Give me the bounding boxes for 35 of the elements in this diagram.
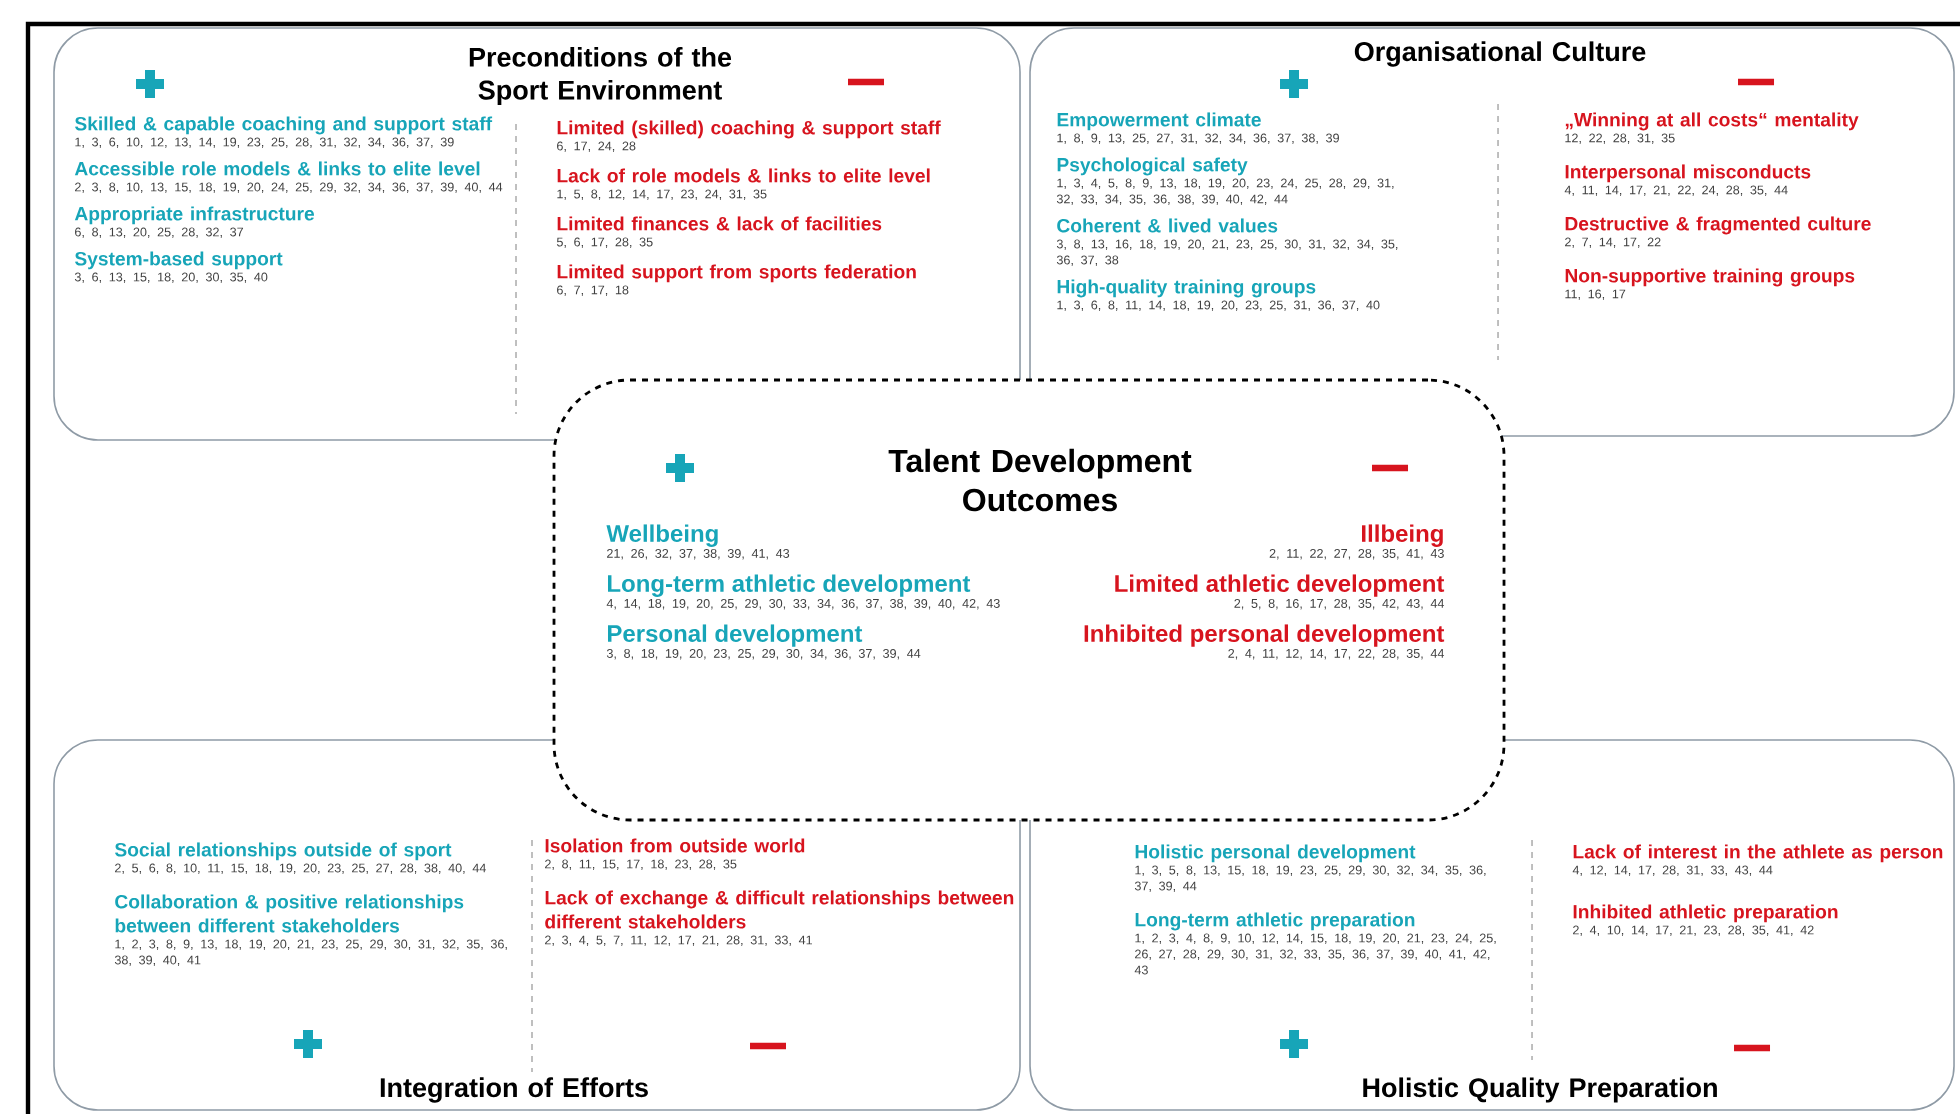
item-title: Empowerment climate <box>1057 112 1261 131</box>
panel-heading: Holistic Quality Preparation <box>1363 1077 1717 1103</box>
item-title: Skilled & capable coaching and support staff <box>74 116 493 135</box>
item-title: Lack of exchange & difficult relationships between different stakeholders <box>545 890 1014 929</box>
item-title: Holistic personal development <box>1135 844 1416 863</box>
item-title: Isolation from outside world <box>545 838 805 853</box>
item-title: Social relationships outside of sport <box>114 842 452 861</box>
panel-heading: Talent Development Outcomes <box>888 448 1192 512</box>
panel-heading: Integration of Efforts <box>380 1077 648 1103</box>
item-title: Destructive & fragmented culture <box>1565 216 1871 235</box>
item-title: Limited support from sports federation <box>557 264 916 283</box>
item-title: Coherent & lived values <box>1057 218 1278 233</box>
item-title: Inhibited personal development <box>1084 624 1445 647</box>
item-title: Psychological safety <box>1057 157 1248 176</box>
panel-heading: Preconditions of the Sport Environment <box>469 46 732 106</box>
item-title: Interpersonal misconducts <box>1565 164 1811 183</box>
item-title: Limited (skilled) coaching & support staff <box>557 120 941 139</box>
item-title: Inhibited athletic preparation <box>1573 904 1838 923</box>
item-title: System-based support <box>74 251 283 270</box>
item-title: Limited athletic development <box>1115 574 1445 597</box>
item-title: Collaboration & positive relationships between different stakeholders <box>115 894 464 933</box>
item-title: Lack of interest in the athlete as person <box>1573 844 1943 863</box>
item-title: „Winning at all costs“ mentality <box>1565 112 1859 131</box>
item-title: Long-term athletic preparation <box>1135 912 1415 931</box>
item-title: Lack of role models & links to elite level <box>557 168 930 183</box>
panel-heading: Organisational Culture <box>1354 41 1646 67</box>
item-title: Limited finances & lack of facilities <box>557 216 882 231</box>
item-title: Personal development <box>608 624 863 647</box>
item-title: Non-supportive training groups <box>1565 268 1855 287</box>
item-title: Accessible role models & links to elite level <box>74 161 480 176</box>
item-title: Long-term athletic development <box>608 574 971 597</box>
item-title: High-quality training groups <box>1057 279 1316 298</box>
item-title: Illbeing <box>1362 524 1443 547</box>
item-title: Appropriate infrastructure <box>74 206 314 225</box>
item-title: Wellbeing <box>606 524 718 547</box>
